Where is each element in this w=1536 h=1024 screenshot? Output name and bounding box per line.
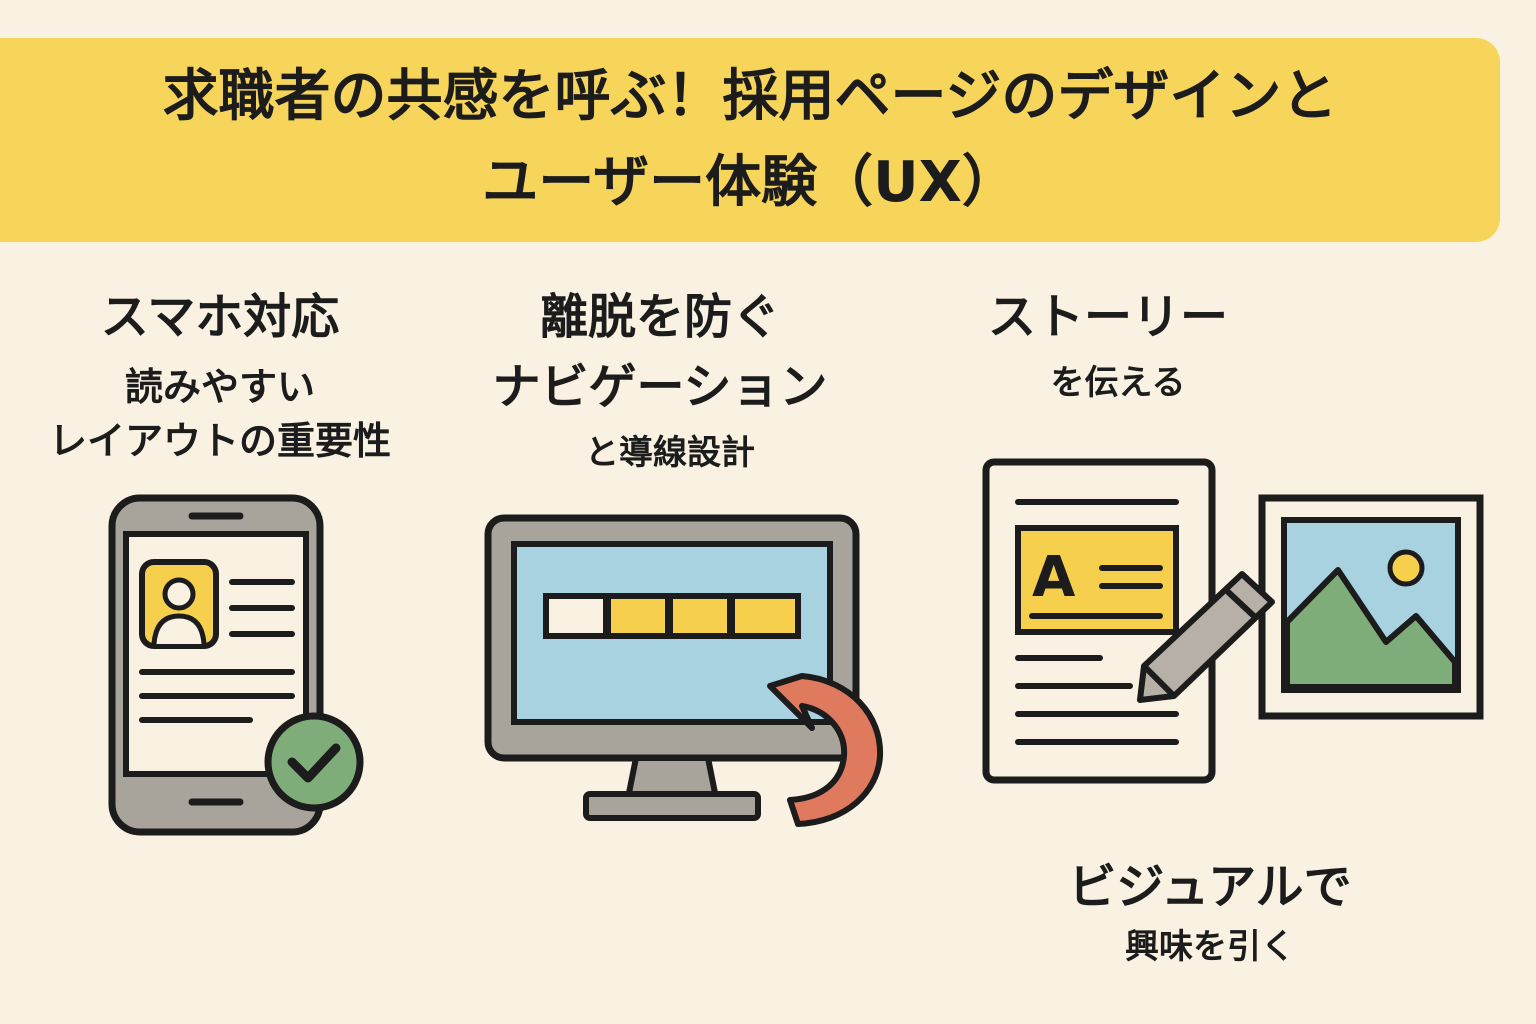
title-line-1: 求職者の共感を呼ぶ！採用ページのデザインと: [162, 64, 1338, 129]
mobile-sub-1: 読みやすい: [124, 365, 315, 409]
monitor-icon: [484, 514, 884, 827]
checkmark-icon: [264, 712, 364, 812]
navigation-bar: [543, 593, 801, 639]
navigation-sub: と導線設計: [585, 433, 755, 473]
image-frame-icon: [1258, 494, 1484, 720]
title-banner: 求職者の共感を呼ぶ！採用ページのデザインと ユーザー体験（UX）: [0, 38, 1500, 242]
visual-sub: 興味を引く: [1125, 927, 1295, 967]
document-icon: A: [982, 458, 1216, 784]
visual-heading: ビジュアルで: [1068, 859, 1352, 915]
title-line-2: ユーザー体験（UX）: [482, 150, 1018, 215]
page-title: 求職者の共感を呼ぶ！採用ページのデザインと ユーザー体験（UX）: [0, 38, 1500, 242]
return-arrow-icon: [767, 673, 884, 827]
mobile-heading: スマホ対応: [100, 289, 340, 345]
story-heading: ストーリー: [987, 289, 1228, 345]
user-avatar-icon: [139, 559, 219, 649]
navigation-heading-1: 離脱を防ぐ: [539, 289, 780, 345]
navigation-heading-2: ナビゲーション: [492, 359, 828, 415]
pencil-icon: [1137, 571, 1275, 703]
story-sub: を伝える: [1050, 363, 1186, 403]
smartphone-icon: [108, 494, 364, 836]
mobile-sub-2: レイアウトの重要性: [48, 419, 391, 463]
document-letter: A: [1032, 545, 1076, 610]
